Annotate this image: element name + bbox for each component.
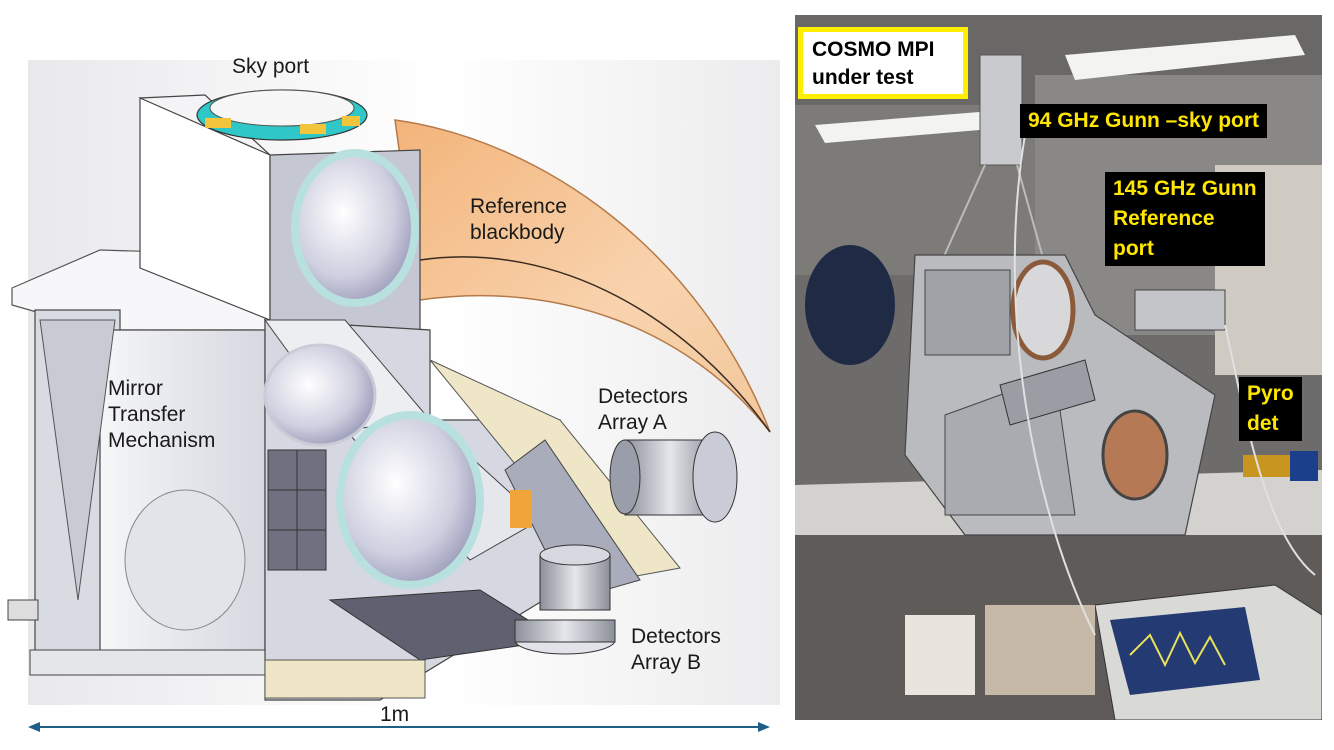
detectors-array-b-label: Detectors Array B <box>631 625 721 674</box>
gunn-94-tag: 94 GHz Gunn –sky port <box>1020 104 1268 138</box>
photo-mirror-upper <box>1010 259 1076 361</box>
gunn-145-tag: 145 GHz Gunn Reference port <box>1105 172 1265 266</box>
cad-diagram-panel: Sky port Reference blackbody Mirror Tran… <box>7 55 780 732</box>
mtm-foot-left <box>7 599 39 621</box>
scale-bar-label: 1m <box>380 703 410 726</box>
mtm-mirror-disc <box>124 489 246 631</box>
base-plate <box>264 659 426 699</box>
oscilloscope-trace <box>1129 630 1226 668</box>
horn-edge-line <box>419 256 771 433</box>
sky-port-label: Sky port <box>232 55 310 78</box>
mtm-triangle-brace <box>39 319 116 601</box>
detector-a-flange <box>692 431 738 523</box>
scale-bar-arrowhead-left <box>28 722 40 732</box>
upper-mirror <box>291 149 419 307</box>
detectors-array-a-label: Detectors Array A <box>598 385 688 434</box>
black-drum <box>805 245 895 365</box>
skyport-segment <box>300 124 326 134</box>
pyro-detector <box>1243 455 1303 477</box>
mirror-transfer-mechanism-label: Mirror Transfer Mechanism <box>108 377 216 452</box>
orange-block <box>510 490 532 528</box>
reference-blackbody-label: Reference blackbody <box>470 195 567 244</box>
scale-bar-arrowhead-right <box>758 722 770 732</box>
cosmo-mpi-title-box: COSMO MPI under test <box>798 27 968 99</box>
photo-mirror-lower <box>1101 409 1169 501</box>
middle-mirror <box>263 343 377 447</box>
lower-mirror <box>336 411 484 589</box>
ceiling-light <box>815 110 1015 143</box>
pyro-det-tag: Pyro det <box>1239 377 1302 441</box>
gunn-94-source <box>979 54 1023 166</box>
mtm-base-rail <box>29 649 271 676</box>
ceiling-light <box>1065 35 1305 80</box>
skyport-segment <box>342 116 360 126</box>
gunn-145-source <box>1134 289 1226 331</box>
skyport-segment <box>205 118 231 128</box>
skyport-window <box>209 89 355 127</box>
detector-a-face <box>609 439 641 515</box>
lab-photo-panel: COSMO MPI under test 94 GHz Gunn –sky po… <box>795 15 1322 720</box>
oscilloscope-screen <box>1110 607 1260 695</box>
cad-drawing <box>7 60 780 732</box>
